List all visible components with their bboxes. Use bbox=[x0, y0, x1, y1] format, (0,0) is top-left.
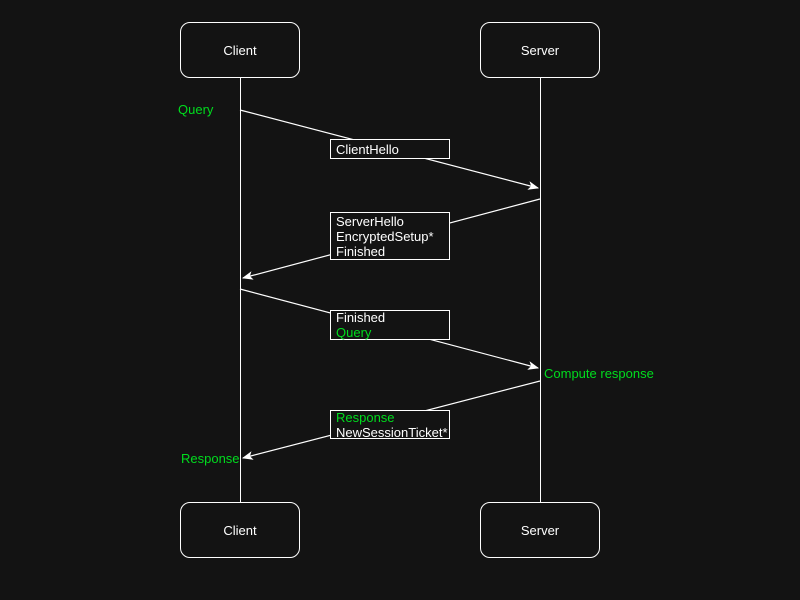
actor-client-bottom-label: Client bbox=[223, 522, 257, 538]
message-line: ServerHello bbox=[336, 213, 404, 229]
actor-server-bottom-label: Server bbox=[520, 522, 560, 538]
message-line: Finished bbox=[336, 310, 386, 325]
actor-client-bottom: Client bbox=[180, 502, 300, 558]
actor-client-top: Client bbox=[180, 22, 300, 78]
annotation-query: Query bbox=[178, 102, 214, 117]
annotation-compute-response: Compute response bbox=[544, 366, 654, 381]
message-line: NewSessionTicket* bbox=[336, 424, 448, 440]
annotation-response: Response bbox=[181, 451, 240, 466]
message-box-response-ticket: Response NewSessionTicket* bbox=[330, 409, 450, 440]
message-line: Query bbox=[336, 325, 372, 340]
message-line: EncryptedSetup* bbox=[336, 228, 434, 244]
actor-server-bottom: Server bbox=[480, 502, 600, 558]
actor-client-top-label: Client bbox=[223, 42, 257, 58]
message-box-finished-query: Finished Query bbox=[330, 310, 450, 340]
server-lifeline bbox=[540, 78, 541, 502]
message-box-serverhello: ServerHello EncryptedSetup* Finished bbox=[330, 212, 450, 260]
message-box-clienthello: ClientHello bbox=[330, 139, 450, 159]
actor-server-top: Server bbox=[480, 22, 600, 78]
message-line: Response bbox=[336, 409, 395, 425]
client-lifeline bbox=[240, 78, 241, 502]
actor-server-top-label: Server bbox=[520, 42, 560, 58]
message-line: ClientHello bbox=[336, 141, 399, 157]
message-line: Finished bbox=[336, 243, 386, 259]
